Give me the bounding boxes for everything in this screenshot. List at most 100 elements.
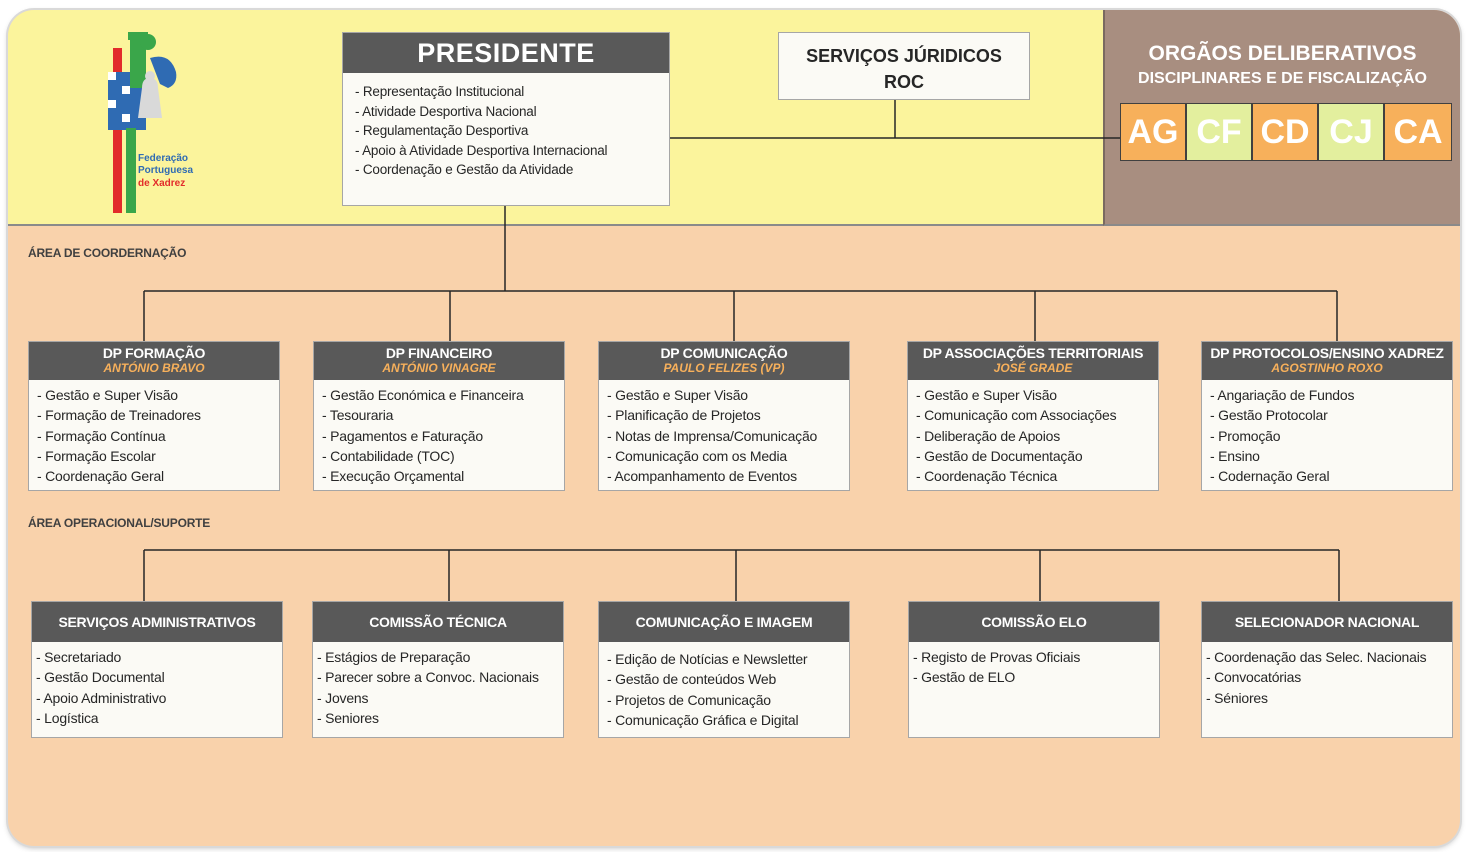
- department-title: DP COMUNICAÇÃO: [660, 345, 788, 361]
- list-item: - Gestão e Super Visão: [607, 387, 748, 403]
- list-item: - Coordenação e Gestão da Atividade: [355, 162, 574, 177]
- list-item: - Ensino: [1210, 447, 1260, 464]
- logo-text-1: Federação: [138, 153, 188, 164]
- list-item: - Parecer sobre a Convoc. Nacionais: [317, 669, 539, 686]
- list-item: - Formação Contínua: [37, 427, 166, 444]
- department-title: DP PROTOCOLOS/ENSINO XADREZ: [1210, 345, 1444, 361]
- list-item: - Registo de Provas Oficiais: [913, 649, 1081, 665]
- list-item: - Coordenação das Selec. Nacionais: [1206, 649, 1427, 665]
- deliberative-subtitle: DISCIPLINARES E DE FISCALIZAÇÃO: [1138, 70, 1427, 87]
- list-item: - Séniores: [1206, 689, 1268, 706]
- department-title: DP ASSOCIAÇÕES TERRITORIAIS: [922, 345, 1144, 361]
- coordination-area-label: ÁREA DE COORDERNAÇÃO: [28, 246, 187, 260]
- list-item: - Convocatórias: [1206, 669, 1302, 686]
- department-duties: - Gestão Económica e Financeira - Tesour…: [314, 380, 564, 486]
- list-item: - Comunicação com os Media: [607, 447, 787, 464]
- list-item: - Promoção: [1210, 427, 1281, 444]
- list-item: - Execução Orçamental: [322, 468, 465, 485]
- list-item: - Gestão Protocolar: [1210, 407, 1328, 424]
- list-item: - Gestão e Super Visão: [916, 387, 1057, 403]
- organ-ca: CA: [1385, 104, 1451, 160]
- unit-box: COMISSÃO ELO - Registo de Provas Oficiai…: [908, 601, 1160, 738]
- list-item: - Atividade Desportiva Nacional: [355, 103, 537, 119]
- department-duties: - Gestão e Super Visão - Planificação de…: [599, 380, 849, 486]
- unit-title: COMISSÃO ELO: [981, 614, 1087, 630]
- president-box: PRESIDENTE - Representação Institucional…: [342, 32, 670, 206]
- unit-title: COMUNICAÇÃO E IMAGEM: [635, 614, 813, 630]
- list-item: - Gestão Documental: [36, 669, 165, 686]
- unit-title: SELECIONADOR NACIONAL: [1234, 614, 1420, 630]
- list-item: - Acompanhamento de Eventos: [607, 468, 797, 485]
- list-item: - Gestão de conteúdos Web: [607, 671, 777, 688]
- department-head: PAULO FELIZES (VP): [663, 361, 785, 375]
- department-duties: - Gestão e Super Visão - Comunicação com…: [908, 380, 1158, 486]
- unit-title: SERVIÇOS ADMINISTRATIVOS: [58, 614, 256, 630]
- list-item: - Comunicação Gráfica e Digital: [607, 711, 799, 728]
- unit-title: COMISSÃO TÉCNICA: [369, 614, 507, 630]
- list-item: - Gestão de Documentação: [916, 447, 1083, 464]
- legal-services-subtitle: ROC: [884, 72, 924, 92]
- list-item: - Apoio Administrativo: [36, 689, 167, 706]
- list-item: - Secretariado: [36, 649, 122, 665]
- list-item: - Tesouraria: [322, 407, 394, 424]
- org-chart: Federação Portuguesa de Xadrez PRESIDENT…: [8, 10, 1460, 846]
- unit-box: COMISSÃO TÉCNICA - Estágios de Preparaçã…: [312, 601, 564, 738]
- unit-box: COMUNICAÇÃO E IMAGEM - Edição de Notícia…: [598, 601, 850, 738]
- president-title: PRESIDENTE: [343, 33, 669, 73]
- list-item: - Gestão e Super Visão: [37, 387, 178, 403]
- unit-duties: - Edição de Notícias e Newsletter - Gest…: [599, 642, 849, 730]
- list-item: - Coordenação Técnica: [916, 468, 1058, 485]
- deliberative-header: ORGÃOS DELIBERATIVOS DISCIPLINARES E DE …: [1105, 42, 1460, 88]
- department-duties: - Gestão e Super Visão - Formação de Tre…: [29, 380, 279, 486]
- deliberative-title: ORGÃOS DELIBERATIVOS: [1148, 42, 1417, 65]
- list-item: - Planificação de Projetos: [607, 407, 761, 424]
- organ-ag: AG: [1121, 104, 1187, 160]
- list-item: - Deliberação de Apoios: [916, 427, 1061, 444]
- federation-logo: Federação Portuguesa de Xadrez: [108, 28, 208, 223]
- department-head: JOSÉ GRADE: [993, 361, 1073, 375]
- logo-text-2: Portuguesa: [138, 165, 193, 176]
- list-item: - Projetos de Comunicação: [607, 691, 771, 708]
- department-head: ANTÓNIO VINAGRE: [382, 361, 496, 375]
- department-title: DP FINANCEIRO: [385, 345, 493, 361]
- unit-duties: - Registo de Provas Oficiais - Gestão de…: [909, 642, 1159, 688]
- list-item: - Representação Institucional: [355, 84, 525, 99]
- president-duties: - Representação Institucional - Atividad…: [343, 73, 669, 180]
- list-item: - Logística: [36, 709, 99, 726]
- list-item: - Coordenação Geral: [37, 468, 164, 485]
- list-item: - Gestão Económica e Financeira: [322, 387, 524, 403]
- unit-duties: - Secretariado - Gestão Documental - Apo…: [32, 642, 282, 728]
- list-item: - Regulamentação Desportiva: [355, 123, 529, 138]
- operational-area-label: ÁREA OPERACIONAL/SUPORTE: [28, 516, 211, 530]
- list-item: - Jovens: [317, 689, 369, 706]
- list-item: - Estágios de Preparação: [317, 649, 471, 665]
- list-item: - Gestão de ELO: [913, 669, 1016, 686]
- organ-cd: CD: [1253, 104, 1319, 160]
- department-duties: - Angariação de Fundos - Gestão Protocol…: [1202, 380, 1452, 486]
- list-item: - Formação Escolar: [37, 447, 156, 464]
- unit-duties: - Estágios de Preparação - Parecer sobre…: [313, 642, 563, 728]
- chess-pieces-icon: Federação Portuguesa de Xadrez: [108, 32, 193, 213]
- list-item: - Comunicação com Associações: [916, 407, 1117, 424]
- department-title: DP FORMAÇÃO: [102, 345, 206, 361]
- list-item: - Formação de Treinadores: [37, 407, 201, 424]
- list-item: - Angariação de Fundos: [1210, 387, 1355, 403]
- organ-cj: CJ: [1319, 104, 1385, 160]
- department-head: ANTÓNIO BRAVO: [103, 361, 205, 375]
- list-item: - Edição de Notícias e Newsletter: [607, 651, 808, 667]
- list-item: - Seniores: [317, 709, 379, 726]
- list-item: - Codernação Geral: [1210, 468, 1330, 485]
- legal-services-box: SERVIÇOS JÚRIDICOS ROC: [778, 32, 1030, 100]
- list-item: - Pagamentos e Faturação: [322, 427, 483, 444]
- deliberative-organs: AG CF CD CJ CA: [1120, 103, 1452, 161]
- department-head: AGOSTINHO ROXO: [1271, 361, 1383, 375]
- list-item: - Contabilidade (TOC): [322, 447, 455, 464]
- unit-box: SELECIONADOR NACIONAL - Coordenação das …: [1201, 601, 1453, 738]
- connector-lines: [143, 100, 1340, 601]
- unit-box: SERVIÇOS ADMINISTRATIVOS - Secretariado …: [31, 601, 283, 738]
